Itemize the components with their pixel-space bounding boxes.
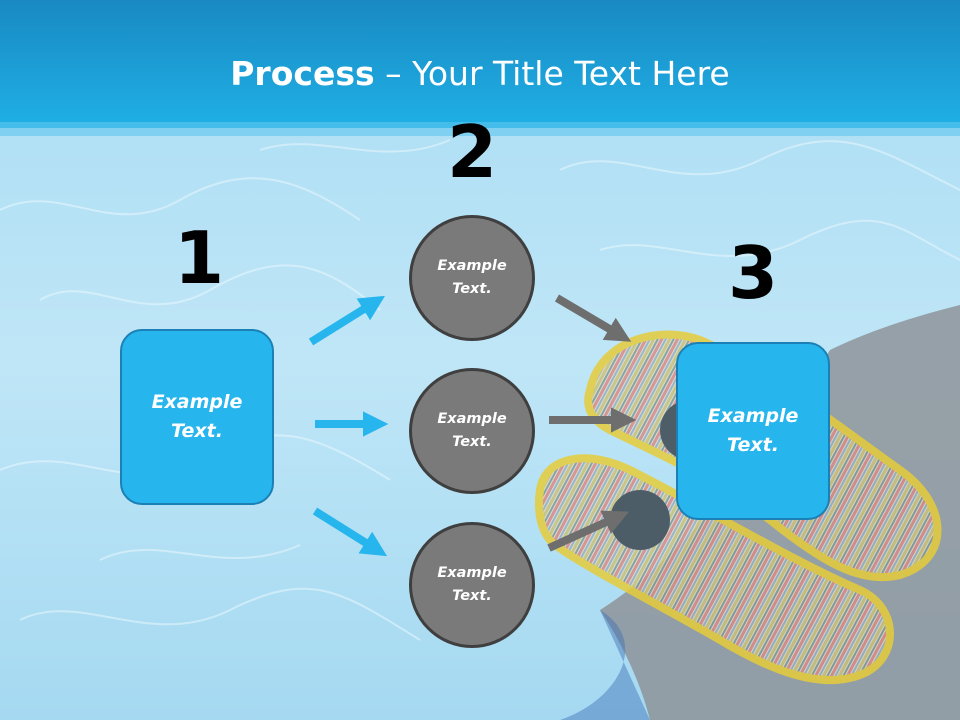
circle-bottom-line1: Example: [437, 565, 507, 581]
step-2-circle-bottom[interactable]: Example Text.: [409, 522, 535, 648]
step-number-2: 2: [446, 110, 498, 194]
circle-middle-line2: Text.: [452, 434, 492, 450]
step-3-box[interactable]: Example Text.: [676, 342, 830, 520]
step-number-3: 3: [727, 231, 779, 315]
step-number-1: 1: [173, 216, 225, 300]
slide-title: Process – Your Title Text Here: [0, 52, 960, 96]
title-rest: – Your Title Text Here: [374, 54, 730, 93]
step-1-box-line1: Example: [151, 391, 243, 413]
step-3-box-line2: Text.: [727, 434, 779, 456]
step-2-circle-top[interactable]: Example Text.: [409, 215, 535, 341]
title-bold: Process: [230, 54, 375, 93]
circle-middle-line1: Example: [437, 411, 507, 427]
step-1-box[interactable]: Example Text.: [120, 329, 274, 505]
circle-top-line1: Example: [437, 258, 507, 274]
step-3-box-line1: Example: [707, 405, 799, 427]
circle-bottom-line2: Text.: [452, 588, 492, 604]
circle-top-line2: Text.: [452, 281, 492, 297]
step-2-circle-middle[interactable]: Example Text.: [409, 368, 535, 494]
step-1-box-line2: Text.: [171, 420, 223, 442]
